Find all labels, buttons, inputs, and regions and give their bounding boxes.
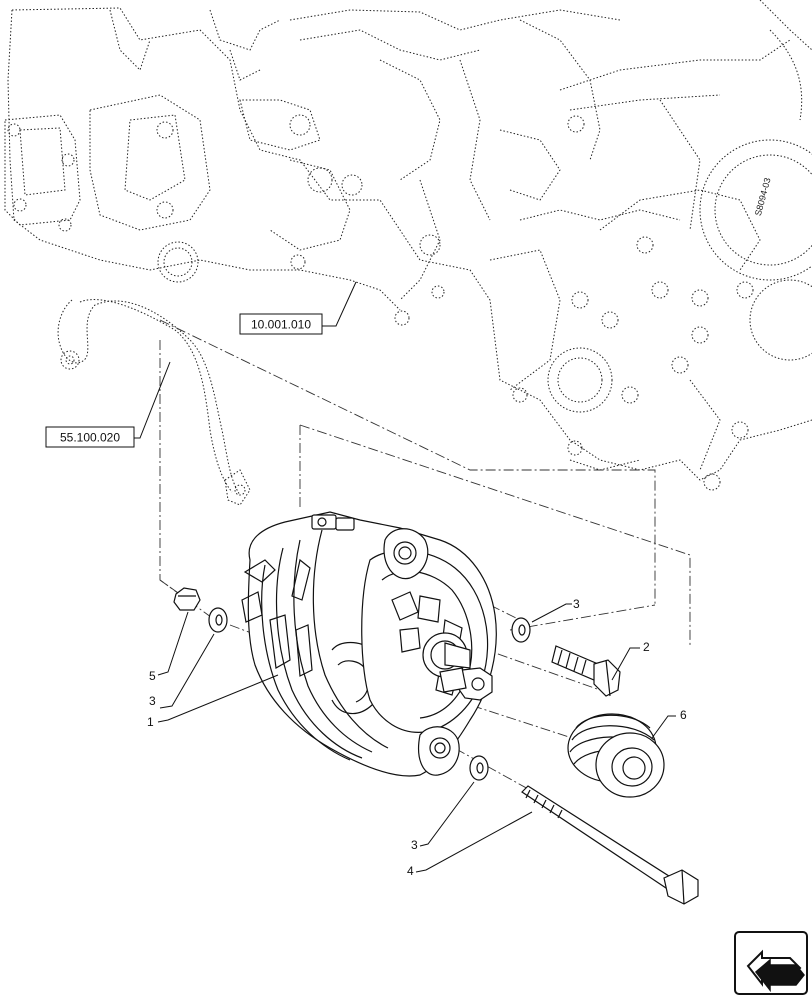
reference-harness-text: 55.100.020 [60, 431, 120, 445]
callout-washer-top[interactable]: 3 [573, 597, 580, 611]
callout-bolt-short[interactable]: 2 [643, 640, 650, 654]
alternator [241, 511, 497, 777]
callout-washer-left[interactable]: 3 [149, 694, 156, 708]
callout-nut[interactable]: 5 [149, 669, 156, 683]
reference-box-harness[interactable]: 55.100.020 [45, 426, 135, 448]
callout-washer-bottom[interactable]: 3 [411, 838, 418, 852]
callout-bolt-long[interactable]: 4 [407, 864, 414, 878]
nut [173, 587, 201, 611]
engine-block: S8094-03 [4, 0, 812, 491]
washer-left [208, 607, 228, 633]
pulley-code-label: S8094-03 [753, 177, 773, 217]
callout-pulley[interactable]: 6 [680, 708, 687, 722]
bolt-short [551, 645, 621, 697]
reference-box-engine[interactable]: 10.001.010 [239, 313, 323, 335]
leader-lines [132, 281, 676, 873]
back-arrow-icon[interactable] [734, 931, 808, 995]
pulley [567, 713, 665, 798]
washer-bottom [469, 755, 489, 781]
callout-alternator[interactable]: 1 [147, 715, 154, 729]
washer-top [511, 617, 531, 643]
ground-strap [57, 299, 251, 506]
reference-engine-text: 10.001.010 [251, 318, 311, 332]
bolt-long [521, 785, 699, 905]
